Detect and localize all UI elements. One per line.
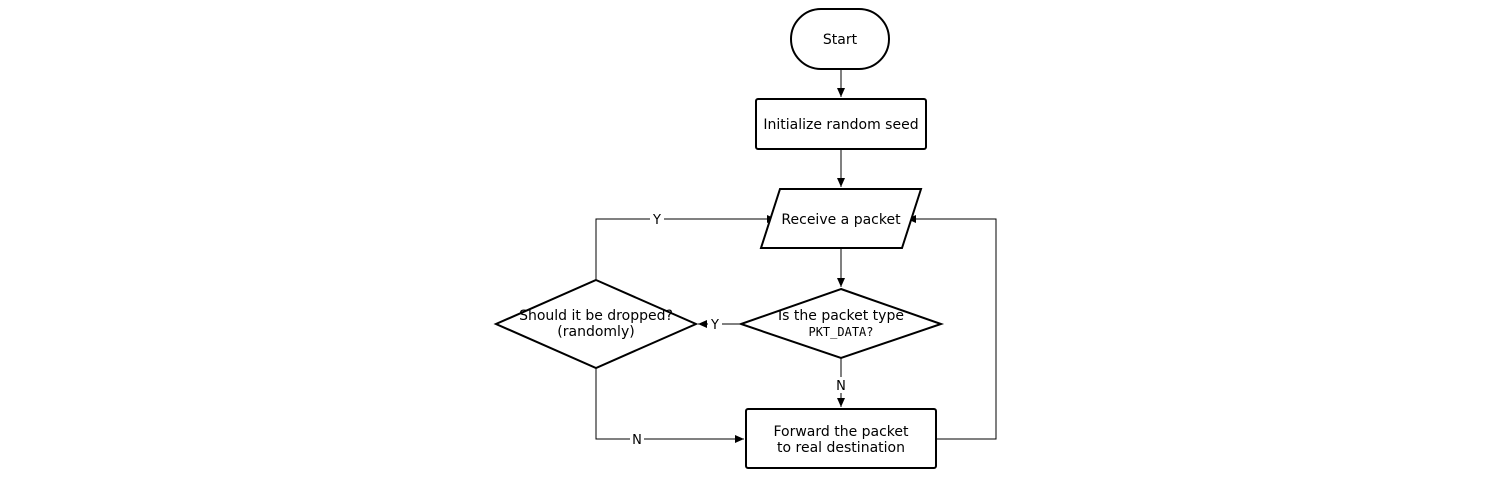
edge-label-is-data-yes: Y	[710, 318, 719, 333]
node-start-label: Start	[823, 32, 858, 48]
node-receive[interactable]: Receive a packet	[759, 188, 923, 249]
edge-drop-yes-to-receive	[595, 215, 776, 279]
node-is-data-line1: Is the packet type	[778, 308, 904, 324]
node-is-data[interactable]: Is the packet type PKT_DATA?	[737, 287, 945, 360]
edge-label-drop-yes: Y	[652, 213, 661, 228]
node-forward-line1: Forward the packet	[773, 424, 909, 440]
node-drop-line1: Should it be dropped?	[519, 308, 673, 324]
node-forward-line2: to real destination	[777, 440, 905, 456]
edge-label-is-data-no: N	[836, 379, 846, 394]
node-is-data-line2: PKT_DATA?	[808, 325, 873, 339]
node-receive-label: Receive a packet	[781, 212, 901, 228]
io-parallelogram-shape	[759, 188, 923, 249]
decision-diamond-shape	[737, 287, 945, 360]
process-shape	[755, 98, 927, 150]
node-init[interactable]: Initialize random seed	[755, 98, 927, 150]
node-forward[interactable]: Forward the packet to real destination	[745, 408, 937, 469]
edge-label-drop-no: N	[632, 433, 642, 448]
decision-diamond-shape	[493, 278, 699, 370]
terminator-shape	[790, 8, 890, 70]
edge-labels: Y Y N N	[630, 211, 848, 448]
edge-forward-to-receive	[907, 215, 997, 440]
process-shape	[745, 408, 937, 469]
edge-drop-no-to-forward	[595, 368, 744, 443]
node-drop-line2: (randomly)	[557, 324, 634, 340]
node-drop[interactable]: Should it be dropped? (randomly)	[493, 278, 699, 370]
node-start[interactable]: Start	[790, 8, 890, 70]
node-init-label: Initialize random seed	[763, 117, 918, 133]
